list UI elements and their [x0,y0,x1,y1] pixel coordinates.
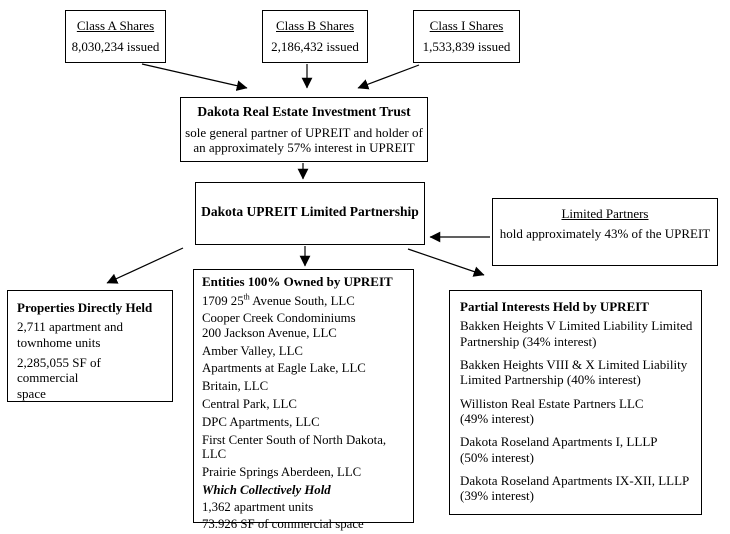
properties-title: Properties Directly Held [17,300,153,315]
class-b-issued: 2,186,432 issued [271,39,359,55]
class-i-shares-box: Class I Shares 1,533,839 issued [413,10,520,63]
entity-item: Britain, LLC [202,379,269,394]
entities-list: 1709 25th Avenue South, LLC Cooper Creek … [202,292,407,480]
holding-item: 73.926 SF of commercial space [202,516,364,531]
partial-interest-item: Williston Real Estate Partners LLC(49% i… [460,395,644,426]
collectively-hold-label: Which Collectively Hold [202,482,331,497]
entity-item: Central Park, LLC [202,397,297,412]
reit-box: Dakota Real Estate Investment Trust sole… [180,97,428,162]
class-a-shares-box: Class A Shares 8,030,234 issued [65,10,166,63]
partial-interest-item: Bakken Heights V Limited Liability Limit… [460,318,693,349]
partial-interest-item: Bakken Heights VIII & X Limited Liabilit… [460,356,688,388]
entity-item: Amber Valley, LLC [202,343,303,358]
class-b-shares-box: Class B Shares 2,186,432 issued [262,10,368,63]
upreit-box: Dakota UPREIT Limited Partnership [195,182,425,245]
reit-title: Dakota Real Estate Investment Trust [197,104,411,119]
partial-interests-box: Partial Interests Held by UPREIT Bakken … [449,290,702,515]
class-a-issued: 8,030,234 issued [71,39,160,55]
arrow-upreit-to-partial [407,248,485,277]
partial-interests-list: Bakken Heights V Limited Liability Limit… [460,318,693,503]
reit-description: sole general partner of UPREIT and holde… [185,124,423,156]
class-i-title: Class I Shares [429,18,504,33]
entities-title: Entities 100% Owned by UPREIT [202,274,393,289]
entity-item: Apartments at Eagle Lake, LLC [202,361,366,376]
entity-item: DPC Apartments, LLC [202,414,320,429]
holding-item: 1,362 apartment units [202,499,314,514]
upreit-title: Dakota UPREIT Limited Partnership [201,204,419,219]
limited-partners-description: hold approximately 43% of the UPREIT [499,226,711,242]
partial-interest-item: Dakota Roseland Apartments IX-XII, LLLP(… [460,472,690,504]
properties-directly-held-box: Properties Directly Held 2,711 apartment… [7,290,173,402]
entity-item: 1709 25th Avenue South, LLC [202,292,355,308]
arrow-upreit-to-properties [106,247,184,284]
holdings-list: 1,362 apartment units 73.926 SF of commer… [202,500,407,531]
limited-partners-box: Limited Partners hold approximately 43% … [492,198,718,266]
entities-owned-box: Entities 100% Owned by UPREIT 1709 25th … [193,269,414,531]
arrow-class-a-to-reit [141,63,248,91]
partial-interest-item: Dakota Roseland Apartments I, LLLP(50% i… [460,434,658,465]
entity-item: Prairie Springs Aberdeen, LLC [202,464,362,479]
class-b-title: Class B Shares [276,18,354,33]
limited-partners-title: Limited Partners [561,206,649,221]
entity-item: First Center South of North Dakota, LLC [202,432,387,461]
class-i-issued: 1,533,839 issued [422,39,511,55]
class-a-title: Class A Shares [76,18,155,33]
arrow-class-i-to-reit [357,64,420,90]
partial-interests-title: Partial Interests Held by UPREIT [460,299,649,314]
